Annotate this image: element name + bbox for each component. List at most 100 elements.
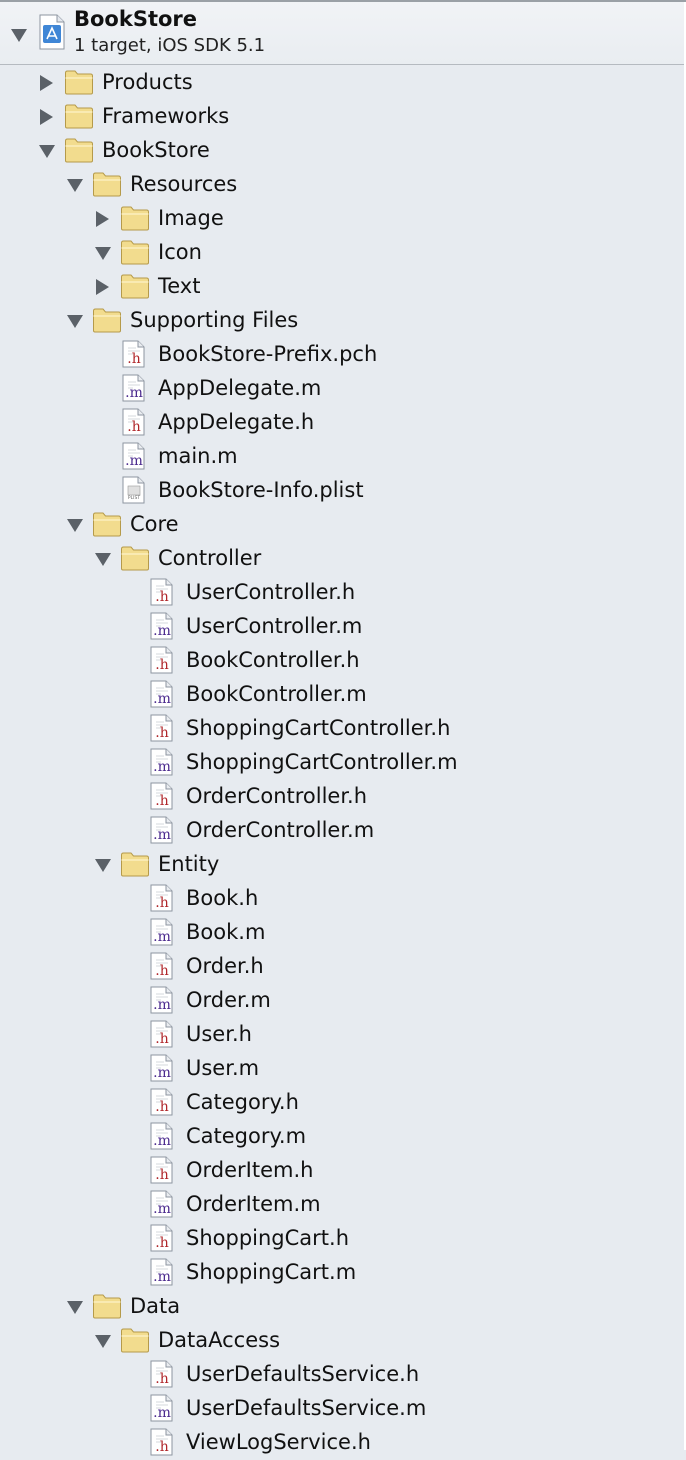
tree-file-row[interactable]: .m User.m <box>0 1051 684 1085</box>
tree-folder-row[interactable]: Resources <box>0 167 684 201</box>
tree-folder-row[interactable]: Frameworks <box>0 99 684 133</box>
tree-file-row[interactable]: .h OrderItem.h <box>0 1153 684 1187</box>
folder-icon <box>120 1326 150 1354</box>
tree-folder-row[interactable]: Text <box>0 269 684 303</box>
tree-item-label: BookStore-Info.plist <box>158 478 364 502</box>
svg-text:.m: .m <box>153 1065 171 1081</box>
implementation-file-icon: .m <box>150 1394 180 1422</box>
tree-file-row[interactable]: .m Category.m <box>0 1119 684 1153</box>
project-subtitle: 1 target, iOS SDK 5.1 <box>74 35 266 56</box>
tree-item-label: BookController.h <box>186 648 360 672</box>
tree-file-row[interactable]: .m UserDefaultsService.m <box>0 1391 684 1425</box>
folder-icon <box>120 544 150 572</box>
tree-folder-row[interactable]: Products <box>0 65 684 99</box>
tree-file-row[interactable]: .h ViewLogService.h <box>0 1425 684 1459</box>
tree-item-label: Supporting Files <box>130 308 299 332</box>
tree-file-row[interactable]: .m BookController.m <box>0 677 684 711</box>
tree-file-row[interactable]: PLIST BookStore-Info.plist <box>0 473 684 507</box>
tree-file-row[interactable]: .m ShoppingCart.m <box>0 1255 684 1289</box>
tree-file-row[interactable]: .m AppDelegate.m <box>0 371 684 405</box>
tree-item-label: OrderItem.m <box>186 1192 321 1216</box>
disclosure-expanded-icon[interactable] <box>38 143 56 159</box>
header-file-icon: .h <box>150 714 180 742</box>
tree-file-row[interactable]: .h Order.h <box>0 949 684 983</box>
disclosure-expanded-icon[interactable] <box>94 245 112 261</box>
implementation-file-icon: .m <box>150 1122 180 1150</box>
tree-item-label: ShoppingCartController.h <box>186 716 451 740</box>
header-file-icon: .h <box>150 1156 180 1184</box>
tree-folder-row[interactable]: Entity <box>0 847 684 881</box>
tree-file-row[interactable]: .m ShoppingCartController.m <box>0 745 684 779</box>
disclosure-collapsed-icon[interactable] <box>94 278 110 296</box>
tree-file-row[interactable]: .h Book.h <box>0 881 684 915</box>
svg-text:.h: .h <box>155 1371 168 1387</box>
tree-item-label: BookController.m <box>186 682 367 706</box>
folder-icon <box>64 68 94 96</box>
svg-text:.h: .h <box>155 589 168 605</box>
tree-item-label: Order.h <box>186 954 264 978</box>
implementation-file-icon: .m <box>150 1054 180 1082</box>
tree-file-row[interactable]: .m main.m <box>0 439 684 473</box>
tree-item-label: Category.m <box>186 1124 307 1148</box>
tree-item-label: OrderItem.h <box>186 1158 314 1182</box>
disclosure-expanded-icon[interactable] <box>94 1333 112 1349</box>
tree-file-row[interactable]: .m Order.m <box>0 983 684 1017</box>
disclosure-collapsed-icon[interactable] <box>38 74 54 92</box>
project-header-row[interactable]: BookStore 1 target, iOS SDK 5.1 <box>0 2 684 65</box>
tree-item-label: Image <box>158 206 224 230</box>
tree-item-label: Products <box>102 70 193 94</box>
tree-file-row[interactable]: .h UserDefaultsService.h <box>0 1357 684 1391</box>
tree-folder-row[interactable]: Icon <box>0 235 684 269</box>
header-file-icon: .h <box>150 1360 180 1388</box>
implementation-file-icon: .m <box>150 612 180 640</box>
tree-folder-row[interactable]: Image <box>0 201 684 235</box>
disclosure-expanded-icon[interactable] <box>94 551 112 567</box>
tree-file-row[interactable]: .m Book.m <box>0 915 684 949</box>
tree-item-label: UserDefaultsService.h <box>186 1362 420 1386</box>
svg-text:.m: .m <box>153 623 171 639</box>
header-file-icon: .h <box>150 1428 180 1456</box>
header-file-icon: .h <box>150 952 180 980</box>
tree-item-label: User.h <box>186 1022 252 1046</box>
tree-file-row[interactable]: .h ShoppingCartController.h <box>0 711 684 745</box>
tree-folder-row[interactable]: Core <box>0 507 684 541</box>
tree-folder-row[interactable]: DataAccess <box>0 1323 684 1357</box>
disclosure-collapsed-icon[interactable] <box>94 210 110 228</box>
folder-icon <box>92 1292 122 1320</box>
tree-file-row[interactable]: .m OrderItem.m <box>0 1187 684 1221</box>
disclosure-collapsed-icon[interactable] <box>38 108 54 126</box>
tree-item-label: AppDelegate.m <box>158 376 322 400</box>
tree-folder-row[interactable]: BookStore <box>0 133 684 167</box>
tree-folder-row[interactable]: Supporting Files <box>0 303 684 337</box>
tree-file-row[interactable]: .h User.h <box>0 1017 684 1051</box>
tree-file-row[interactable]: .h UserController.h <box>0 575 684 609</box>
implementation-file-icon: .m <box>150 1190 180 1218</box>
svg-text:.h: .h <box>155 963 168 979</box>
disclosure-expanded-icon[interactable] <box>66 1299 84 1315</box>
tree-folder-row[interactable]: Data <box>0 1289 684 1323</box>
tree-folder-row[interactable]: Controller <box>0 541 684 575</box>
implementation-file-icon: .m <box>150 986 180 1014</box>
top-divider <box>0 0 686 2</box>
disclosure-expanded-icon[interactable] <box>94 857 112 873</box>
tree-file-row[interactable]: .m OrderController.m <box>0 813 684 847</box>
svg-text:.h: .h <box>155 1167 168 1183</box>
folder-icon <box>120 850 150 878</box>
svg-text:.h: .h <box>155 725 168 741</box>
tree-file-row[interactable]: .h OrderController.h <box>0 779 684 813</box>
tree-item-label: ShoppingCart.h <box>186 1226 350 1250</box>
disclosure-expanded-icon[interactable] <box>10 27 28 43</box>
tree-file-row[interactable]: .h ShoppingCart.h <box>0 1221 684 1255</box>
disclosure-expanded-icon[interactable] <box>66 517 84 533</box>
tree-file-row[interactable]: .h BookController.h <box>0 643 684 677</box>
svg-text:.h: .h <box>155 793 168 809</box>
tree-item-label: Core <box>130 512 179 536</box>
tree-file-row[interactable]: .h AppDelegate.h <box>0 405 684 439</box>
tree-file-row[interactable]: .h Category.h <box>0 1085 684 1119</box>
disclosure-expanded-icon[interactable] <box>66 177 84 193</box>
disclosure-expanded-icon[interactable] <box>66 313 84 329</box>
tree-file-row[interactable]: .h BookStore-Prefix.pch <box>0 337 684 371</box>
tree-file-row[interactable]: .m UserController.m <box>0 609 684 643</box>
svg-text:.m: .m <box>153 1201 171 1217</box>
